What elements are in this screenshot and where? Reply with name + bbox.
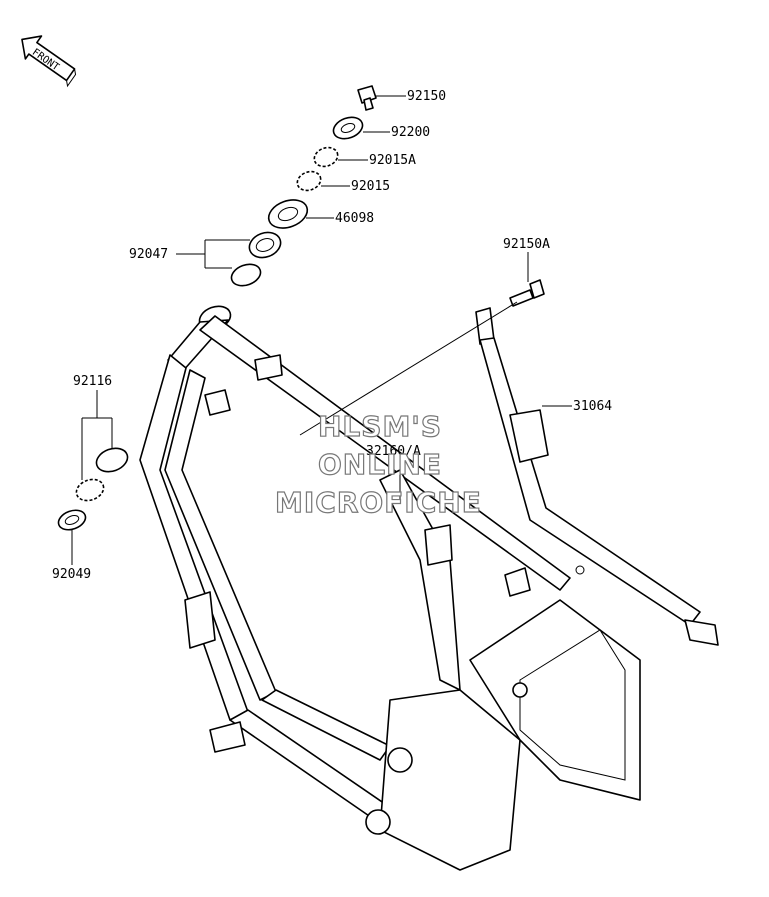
watermark-line3: MICROFICHE [275,486,482,519]
bolt-92150[interactable] [357,85,377,111]
label-92150A[interactable]: 92150A [503,237,550,252]
nut-92015[interactable] [295,168,324,193]
nut-92015A[interactable] [312,144,341,169]
watermark: HLSM'S ONLINE MICROFICHE [274,409,482,519]
label-92049[interactable]: 92049 [52,567,91,582]
label-32160A[interactable]: 32160/A [366,444,421,459]
label-92015A[interactable]: 92015A [369,153,416,168]
watermark-line2: ONLINE [318,448,442,481]
race-92116-upper[interactable] [93,444,131,476]
bolt-92150A[interactable] [509,279,545,307]
label-92200[interactable]: 92200 [391,125,430,140]
label-92047[interactable]: 92047 [129,247,168,262]
watermark-line1: HLSM'S [318,410,442,443]
race-92116-lower[interactable] [73,476,106,504]
front-arrow-icon: FRONT [21,35,77,88]
label-92015[interactable]: 92015 [351,179,390,194]
label-46098[interactable]: 46098 [335,211,374,226]
label-92116[interactable]: 92116 [73,374,112,389]
part-labels: 92150 92200 92015A 92015 46098 92047 921… [52,89,612,582]
label-31064[interactable]: 31064 [573,399,612,414]
leader-lines [71,95,572,565]
bearing-92047-lower[interactable] [228,260,263,289]
main-frame[interactable] [139,302,641,871]
rear-frame-31064[interactable] [475,307,719,646]
label-92150[interactable]: 92150 [407,89,446,104]
